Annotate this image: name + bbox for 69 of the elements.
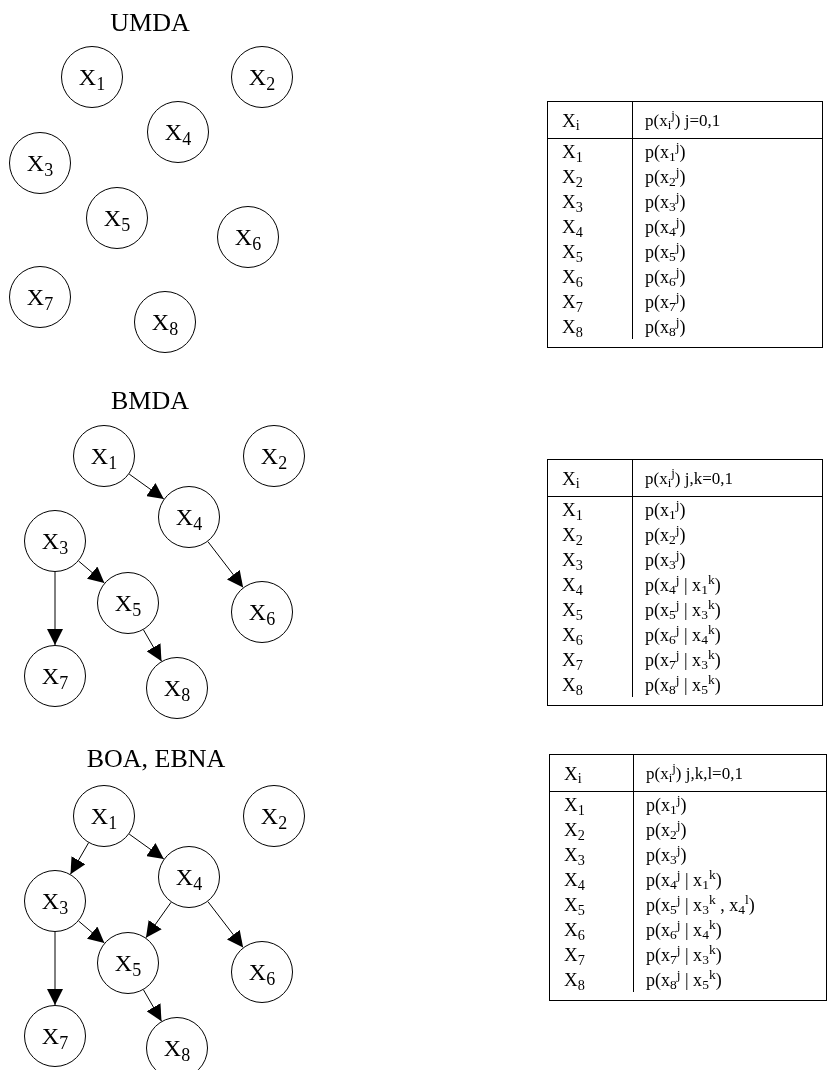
arrow	[143, 989, 162, 1022]
table-cell: X$_{i}$	[562, 468, 580, 488]
section-heading: BMDA	[111, 388, 189, 414]
arrow	[78, 560, 105, 584]
table-cell: p(x$_{7}$$^{j}$)	[645, 292, 686, 311]
table-cell: X$_{8}$	[562, 317, 583, 336]
table-cell: p(x$_{5}$$^{j}$ | x$_{3}$$^{k}$)	[645, 600, 721, 619]
table-cell: X$_{4}$	[564, 870, 585, 889]
table-cell: X$_{1}$	[562, 500, 583, 519]
table-cell: p(x$_{2}$$^{j}$)	[645, 167, 686, 186]
arrow	[207, 901, 244, 948]
table-cell: p(x$_{4}$$^{j}$)	[645, 217, 686, 236]
table-cell: p(x$_{6}$$^{j}$)	[645, 267, 686, 286]
table-cell: p(x$_{4}$$^{j}$ | x$_{1}$$^{k}$)	[645, 575, 721, 594]
arrow	[128, 833, 165, 860]
table-cell: p(x$_{3}$$^{j}$)	[646, 845, 687, 864]
arrow	[145, 901, 172, 939]
table-cell: X$_{7}$	[562, 650, 583, 669]
table-cell: X$_{5}$	[564, 895, 585, 914]
table-cell: X$_{1}$	[562, 142, 583, 161]
table-cell: X$_{6}$	[562, 625, 583, 644]
table-cell: X$_{5}$	[562, 242, 583, 261]
table-cell: p(x$_{8}$$^{j}$ | x$_{5}$$^{k}$)	[645, 675, 721, 694]
table-cell: X$_{1}$	[564, 795, 585, 814]
arrow	[207, 541, 244, 588]
table-cell: p(x$_{7}$$^{j}$ | x$_{3}$$^{k}$)	[646, 945, 722, 964]
table-cell: X$_{8}$	[562, 675, 583, 694]
table-cell: p(x$_{7}$$^{j}$ | x$_{3}$$^{k}$)	[645, 650, 721, 669]
table-cell: p(x$_{i}$$^{j}$) j,k=0,1	[645, 469, 733, 487]
table-cell: X$_{3}$	[562, 192, 583, 211]
table-cell: X$_{2}$	[562, 167, 583, 186]
table-cell: X$_{3}$	[564, 845, 585, 864]
table-cell: p(x$_{2}$$^{j}$)	[646, 820, 687, 839]
table-cell: p(x$_{4}$$^{j}$ | x$_{1}$$^{k}$)	[646, 870, 722, 889]
table-cell: X$_{i}$	[564, 763, 582, 783]
table-cell: X$_{6}$	[564, 920, 585, 939]
section-heading: BOA, EBNA	[86, 746, 226, 772]
arrow	[78, 920, 105, 944]
table-cell: p(x$_{6}$$^{j}$ | x$_{4}$$^{k}$)	[645, 625, 721, 644]
table-cell: p(x$_{8}$$^{j}$ | x$_{5}$$^{k}$)	[646, 970, 722, 989]
table-cell: X$_{4}$	[562, 217, 583, 236]
arrow	[47, 931, 63, 1006]
table-cell: X$_{2}$	[564, 820, 585, 839]
table-cell: p(x$_{3}$$^{j}$)	[645, 550, 686, 569]
table-cell: p(x$_{6}$$^{j}$ | x$_{4}$$^{k}$)	[646, 920, 722, 939]
table-cell: X$_{5}$	[562, 600, 583, 619]
table-cell: p(x$_{2}$$^{j}$)	[645, 525, 686, 544]
table-cell: p(x$_{5}$$^{j}$ | x$_{3}$$^{k}$ , x$_{4}$$^{l}$)	[646, 895, 755, 914]
table-cell: X$_{6}$	[562, 267, 583, 286]
table-cell: p(x$_{1}$$^{j}$)	[645, 142, 686, 161]
arrow	[47, 571, 63, 646]
arrow	[70, 842, 89, 875]
table-cell: X$_{7}$	[562, 292, 583, 311]
table-cell: p(x$_{1}$$^{j}$)	[645, 500, 686, 519]
table-cell: X$_{3}$	[562, 550, 583, 569]
table-cell: p(x$_{i}$$^{j}$) j=0,1	[645, 111, 721, 129]
table-cell: X$_{8}$	[564, 970, 585, 989]
table-cell: X$_{2}$	[562, 525, 583, 544]
table-cell: p(x$_{i}$$^{j}$) j,k,l=0,1	[646, 764, 743, 782]
table-cell: X$_{i}$	[562, 110, 580, 130]
table-cell: p(x$_{1}$$^{j}$)	[646, 795, 687, 814]
arrow	[143, 629, 162, 662]
table-cell: p(x$_{5}$$^{j}$)	[645, 242, 686, 261]
arrow	[128, 473, 165, 500]
section-heading: UMDA	[110, 10, 190, 36]
table-cell: p(x$_{3}$$^{j}$)	[645, 192, 686, 211]
table-cell: p(x$_{8}$$^{j}$)	[645, 317, 686, 336]
table-cell: X$_{4}$	[562, 575, 583, 594]
table-cell: X$_{7}$	[564, 945, 585, 964]
